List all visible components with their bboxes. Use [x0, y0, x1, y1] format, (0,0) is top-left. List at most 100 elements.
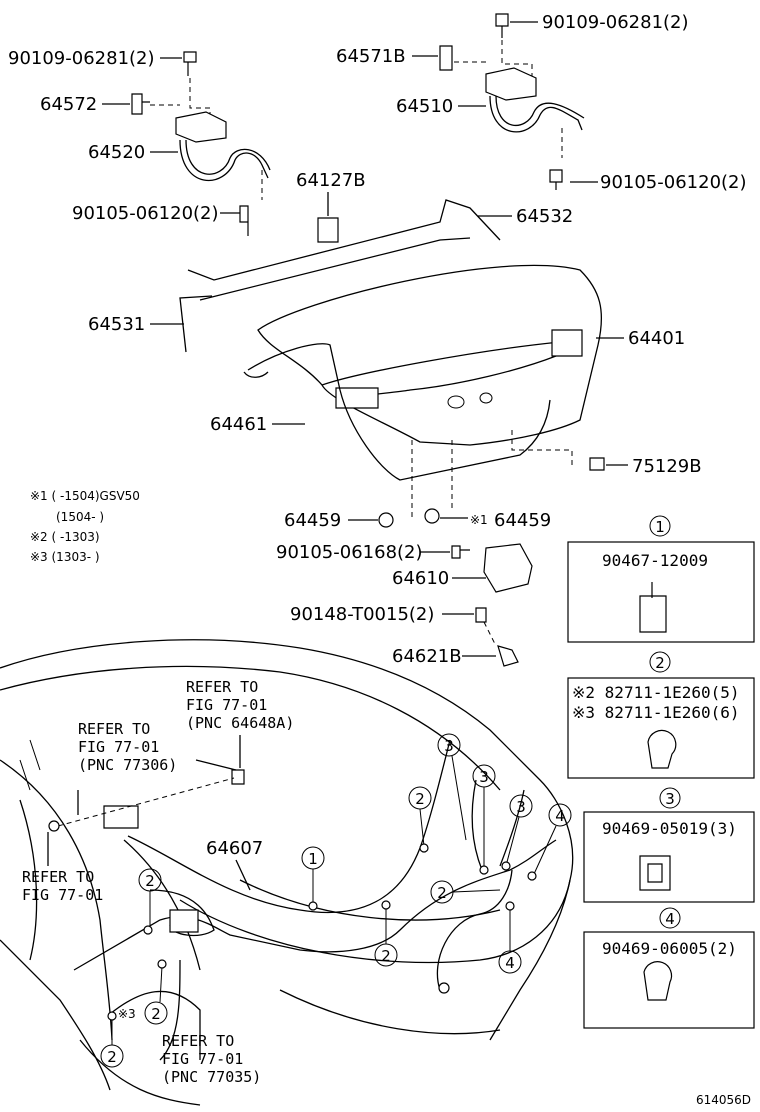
- clip-90469-05019: [639, 855, 671, 891]
- label-64571B: 64571B: [336, 46, 406, 67]
- label-90109-right: 90109-06281(2): [542, 12, 689, 33]
- legend-box-2: 2 ※2 82711-1E260(5) ※3 82711-1E260(6): [567, 651, 755, 779]
- svg-text:4: 4: [505, 954, 515, 972]
- clip-90469-06005: [643, 961, 673, 1001]
- svg-text:2: 2: [107, 1048, 117, 1066]
- label-64461: 64461: [210, 414, 267, 435]
- harness-callouts: 1 2 2 2 2 2 ※3 2 3 3 3 4 4: [100, 733, 572, 1068]
- svg-text:3: 3: [516, 798, 526, 816]
- vehicle-body: [0, 639, 574, 1106]
- label-90105-left: 90105-06120(2): [72, 203, 219, 224]
- bolt-90109-left: [183, 51, 197, 76]
- callout-4-a: 4: [548, 803, 572, 827]
- grommet-64459-left: [378, 512, 394, 528]
- legend-2-part-b: ※3 82711-1E260(6): [572, 703, 740, 722]
- hinge-bracket-left: [175, 111, 227, 143]
- svg-text:2: 2: [415, 790, 425, 808]
- label-64510: 64510: [396, 96, 453, 117]
- ref4-line1: REFER TO: [162, 1032, 234, 1050]
- ref1-line3: (PNC 64648A): [186, 714, 294, 732]
- notes-block: ※1 ( -1504)GSV50 (1504- ) ※2 ( -1303) ※3…: [30, 489, 140, 564]
- label-64401: 64401: [628, 328, 685, 349]
- label-64621B: 64621B: [392, 646, 462, 667]
- bolt-90148: [475, 607, 487, 623]
- label-64520: 64520: [88, 142, 145, 163]
- svg-text:2: 2: [437, 884, 447, 902]
- bolt-ref-77-01: [48, 820, 60, 832]
- callout-2-b: 2: [408, 786, 432, 810]
- ref4-line3: (PNC 77035): [162, 1068, 261, 1086]
- callout-3-a: 3: [437, 733, 461, 757]
- grommet-64459-right: [424, 508, 440, 524]
- legend-4-part: 90469-06005(2): [602, 939, 737, 958]
- note-line-1: ※1 ( -1504)GSV50: [30, 489, 140, 503]
- label-64459-left: 64459: [284, 510, 341, 531]
- lid-lamp-right: [551, 329, 583, 357]
- ref2-line3: (PNC 77306): [78, 756, 177, 774]
- lock-64610: [483, 543, 533, 593]
- label-64607: 64607: [206, 838, 263, 859]
- callout-2-d: 2: [430, 880, 454, 904]
- label-64532: 64532: [516, 206, 573, 227]
- callout-2-f: 2: [100, 1044, 124, 1068]
- lock-assembly: 64459 ※1 64459 90105-06168(2) 64610 9014…: [276, 508, 551, 667]
- trunk-lid: 64401 64461 75129B: [210, 264, 702, 520]
- ref3-line1: REFER TO: [22, 868, 94, 886]
- label-64459-right-mark: ※1: [470, 513, 488, 527]
- ref2-line2: FIG 77-01: [78, 738, 159, 756]
- callout-2-c: 2: [374, 943, 398, 967]
- right-hinge-assembly: 90109-06281(2) 64571B 64510 90105-06120(…: [336, 12, 747, 193]
- svg-text:3: 3: [479, 768, 489, 786]
- label-64610: 64610: [392, 568, 449, 589]
- svg-text:2: 2: [145, 872, 155, 890]
- note-line-3: ※2 ( -1303): [30, 530, 100, 544]
- legend-box-1: 1 90467-12009: [567, 515, 755, 643]
- legend-2-part-a: ※2 82711-1E260(5): [572, 683, 740, 702]
- callout-1: 1: [301, 846, 325, 870]
- label-90105-06168: 90105-06168(2): [276, 542, 423, 563]
- callout-3-b: 3: [472, 764, 496, 788]
- label-90148: 90148-T0015(2): [290, 604, 434, 625]
- label-64531: 64531: [88, 314, 145, 335]
- torsion-rods: 64127B 64532 64531: [88, 170, 573, 353]
- svg-text:1: 1: [308, 850, 318, 868]
- note-line-2: (1504- ): [56, 510, 104, 524]
- part-75129B: [589, 457, 605, 471]
- legend-1-part: 90467-12009: [602, 551, 708, 570]
- part-64621B: [497, 645, 519, 667]
- legend-4-num: 4: [665, 910, 675, 928]
- mark-3: ※3: [118, 1007, 136, 1021]
- callout-4-b: 4: [498, 950, 522, 974]
- ref3-line2: FIG 77-01: [22, 886, 103, 904]
- legend-3-num: 3: [665, 790, 675, 808]
- opener-77035: [169, 909, 199, 933]
- callout-2-a: 2: [138, 868, 162, 892]
- svg-text:4: 4: [555, 807, 565, 825]
- left-hinge-assembly: 90109-06281(2) 64572 64520 90105-06120(2…: [8, 48, 271, 236]
- clip-64572: [131, 93, 150, 115]
- label-75129B: 75129B: [632, 456, 702, 477]
- svg-text:3: 3: [444, 737, 454, 755]
- harness-64607: 64607: [47, 735, 557, 1061]
- ref2-line1: REFER TO: [78, 720, 150, 738]
- lid-lamp-left: [335, 387, 379, 409]
- callout-3-c: 3: [509, 794, 533, 818]
- clip-90467: [639, 582, 667, 633]
- diagram-code: 614056D: [696, 1093, 751, 1107]
- legend-1-num: 1: [655, 518, 665, 536]
- bolt-90105-left: [239, 205, 249, 236]
- ref4-line2: FIG 77-01: [162, 1050, 243, 1068]
- bolt-90109-right: [495, 13, 509, 38]
- legend-2-num: 2: [655, 654, 665, 672]
- legend-3-part: 90469-05019(3): [602, 819, 737, 838]
- callout-2-e: 2: [144, 1001, 168, 1025]
- svg-text:2: 2: [151, 1005, 161, 1023]
- legend-box-4: 4 90469-06005(2): [583, 907, 755, 1029]
- svg-text:2: 2: [381, 947, 391, 965]
- label-64127B: 64127B: [296, 170, 366, 191]
- clip-64571B: [439, 45, 453, 71]
- note-line-4: ※3 (1303- ): [30, 550, 100, 564]
- part-64127B: [317, 217, 339, 243]
- label-90105-right: 90105-06120(2): [600, 172, 747, 193]
- label-64459-right: 64459: [494, 510, 551, 531]
